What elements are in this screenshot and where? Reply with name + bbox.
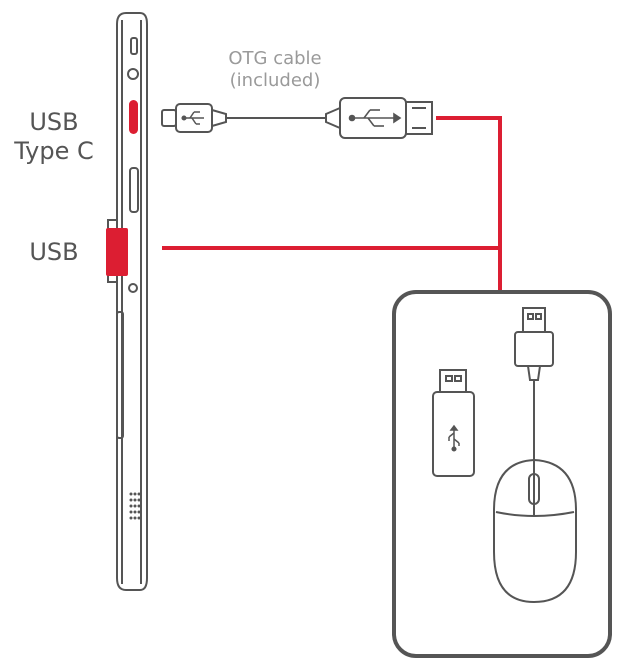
usb-type-c-label: USB Type C	[8, 108, 100, 166]
otg-cable-icon	[161, 97, 433, 139]
usb-icon	[348, 109, 402, 127]
connection-lines	[162, 116, 502, 292]
tablet-side-view-icon	[107, 12, 148, 591]
speaker-grille	[129, 492, 141, 520]
usb-type-c-label-line2: Type C	[14, 136, 94, 165]
usb-type-c-port	[129, 100, 138, 134]
usb-flash-drive-icon	[432, 369, 475, 477]
usb-port-label: USB	[29, 238, 79, 266]
usb-icon	[448, 424, 460, 452]
usb-a-port	[106, 228, 128, 276]
otg-cable-label-line1: OTG cable	[228, 48, 322, 69]
otg-cable-label-line2: (included)	[229, 69, 321, 91]
usb-icon	[181, 111, 204, 125]
otg-cable-label: OTG cable (included)	[215, 48, 335, 91]
usb-mouse-icon	[493, 307, 577, 604]
usb-type-c-label-line1: USB	[29, 108, 79, 136]
peripherals-box	[392, 290, 612, 658]
